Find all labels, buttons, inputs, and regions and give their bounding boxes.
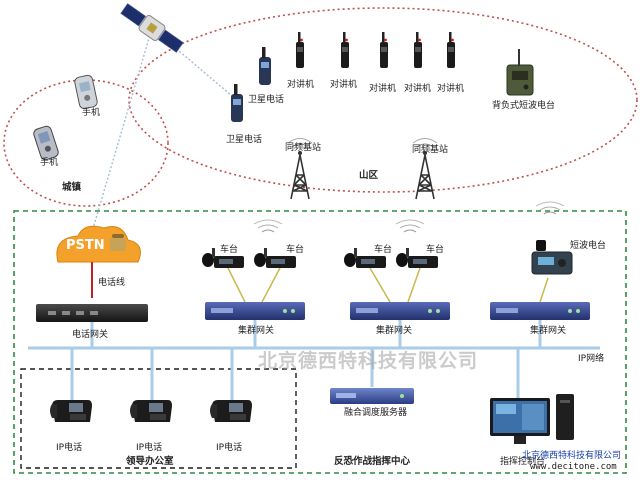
phone-gateway-label: 电话网关 [72,330,109,340]
trunk-gateway-label: 集群网关 [238,326,275,336]
walkie-talkie-label: 对讲机 [287,80,315,90]
radio-to-gateway-links [227,267,549,303]
mobile-phone-icon [33,125,59,161]
leader-office-label: 领导办公室 [126,456,174,467]
backpack-radio-icon [506,49,534,96]
shortwave-radio-label: 短波电台 [570,241,607,251]
phone-gateway-device [36,304,148,322]
pstn-label: PSTN [66,238,105,253]
trunk-gateway-device [350,302,450,320]
mountain-region-label: 山区 [359,170,379,181]
ip-phone-icon [210,400,252,422]
satellite-icon [120,3,184,53]
vehicle-radio-label: 车台 [426,245,445,255]
mountain-region [128,7,638,193]
ip-backbone [28,320,600,400]
walkie-talkie-label: 对讲机 [404,84,432,94]
walkie-talkie-label: 对讲机 [330,80,358,90]
radio-signal-icon [535,201,565,215]
base-station-label: 同频基站 [412,145,449,155]
radio-signal-icon [395,219,425,233]
corner-url-text: www.decitone.com [530,462,617,472]
town-region-label: 城镇 [62,182,82,193]
walkie-talkie-icon [414,32,422,68]
walkie-talkie-icon [380,32,388,68]
emergency-center-label: 反恐作战指挥中心 [334,456,411,467]
dispatch-server-device [330,388,414,404]
ip-phone-icon [50,400,92,422]
mobile-phone-label: 手机 [82,108,101,118]
trunk-gateway-device [205,302,305,320]
trunk-gateway-label: 集群网关 [376,326,413,336]
leader-office-region [20,368,297,469]
radio-signal-icon [253,219,283,233]
walkie-talkie-label: 对讲机 [437,84,465,94]
shortwave-radio-icon [531,240,573,275]
watermark-text: 北京德西特科技有限公司 [258,350,479,372]
satellite-phone-icon [231,84,243,122]
dispatch-console-label: 指挥控制台 [500,457,546,467]
walkie-talkie-label: 对讲机 [369,84,397,94]
satellite-link [91,27,233,233]
ip-phone-label: IP电话 [216,443,243,453]
trunk-gateway-label: 集群网关 [530,326,567,336]
satellite-phone-icon [259,47,271,85]
base-station-label: 同频基站 [285,143,322,153]
vehicle-radio-label: 车台 [220,245,239,255]
mobile-phone-icon [74,74,98,110]
vehicle-radio-label: 车台 [286,245,305,255]
walkie-talkie-icon [447,32,455,68]
town-region [3,79,169,207]
ip-phone-icon [130,400,172,422]
ip-network-label: IP网络 [578,354,605,364]
phone-line-label: 电话线 [98,278,126,288]
mobile-phone-label: 手机 [40,158,59,168]
satellite-phone-label: 卫星电话 [248,95,285,105]
dispatch-server-label: 融合调度服务器 [344,408,408,418]
dispatch-console-device [490,394,574,444]
walkie-talkie-icon [341,32,349,68]
pstn-cloud [56,225,141,263]
ip-phone-label: IP电话 [56,443,83,453]
walkie-talkie-icon [296,32,304,68]
ip-phone-label: IP电话 [136,443,163,453]
trunk-gateway-device [490,302,590,320]
satellite-phone-label: 卫星电话 [226,135,263,145]
corner-company-text: 北京德西特科技有限公司 [522,451,622,461]
backpack-radio-label: 背负式短波电台 [492,101,556,111]
emergency-center-region [13,210,627,474]
vehicle-radio-label: 车台 [374,245,393,255]
